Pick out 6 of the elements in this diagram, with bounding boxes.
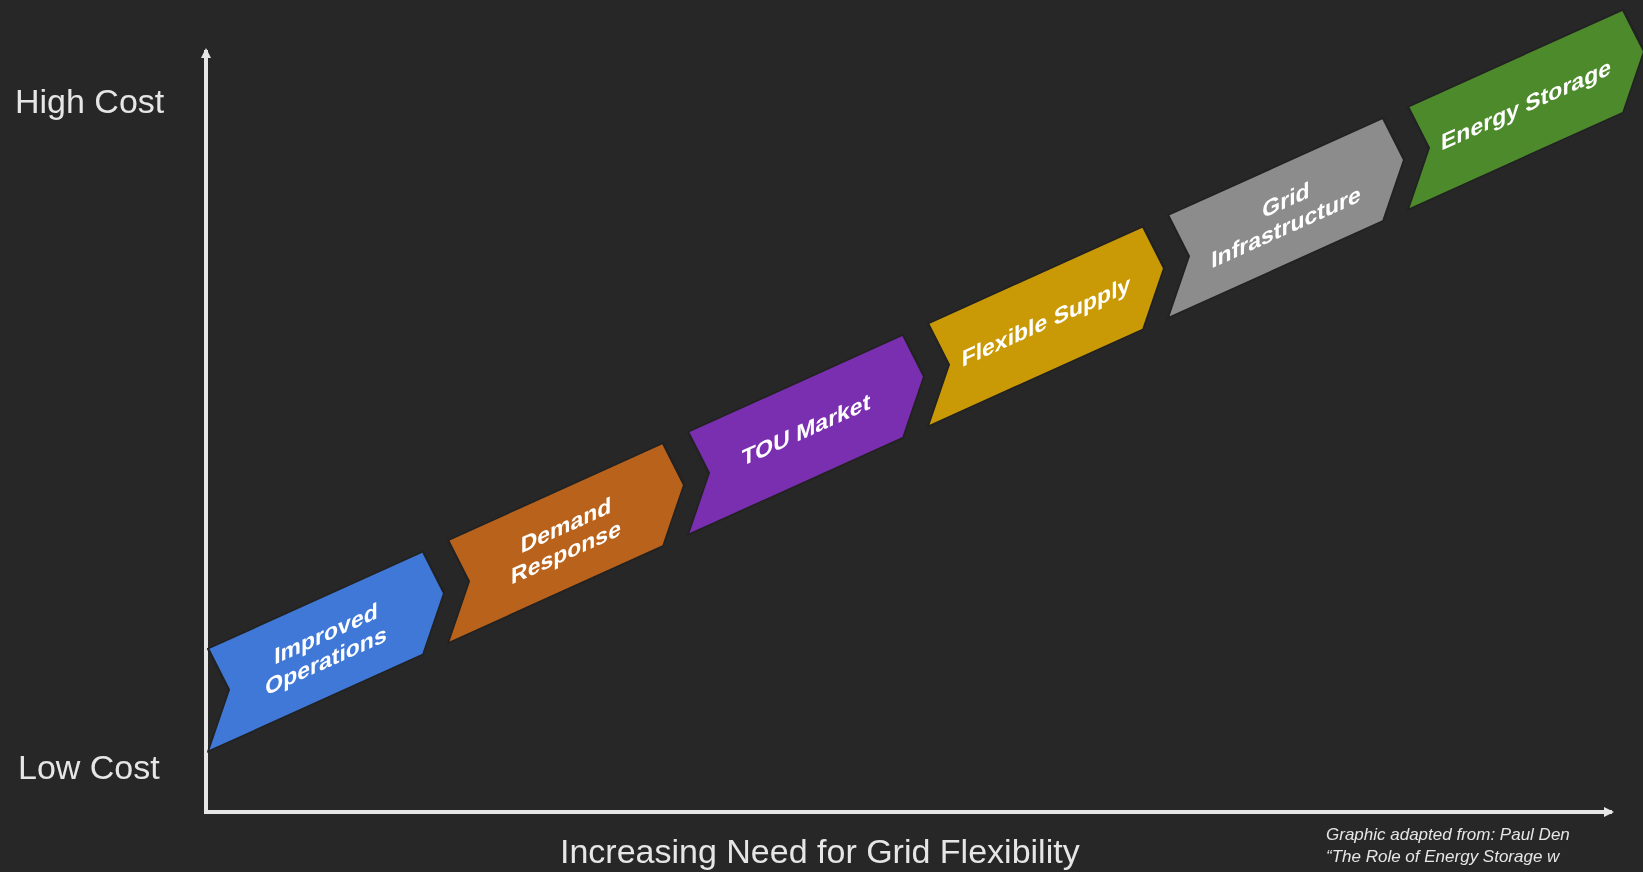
source-note: Graphic adapted from: Paul Den xyxy=(1326,825,1570,845)
step-label: TOU Market xyxy=(740,386,872,474)
source-note: “The Role of Energy Storage w xyxy=(1326,847,1560,867)
axis-label: Low Cost xyxy=(18,748,160,787)
axis-title: Increasing Need for Grid Flexibility xyxy=(560,832,1080,871)
axis-label: High Cost xyxy=(15,82,165,121)
